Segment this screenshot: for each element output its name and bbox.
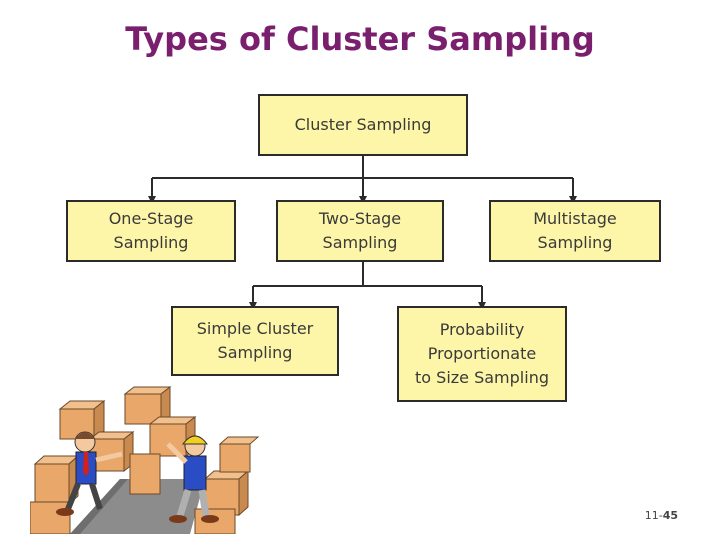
node-multistage-sampling: Multistage Sampling (489, 200, 661, 262)
chapter-number: 11- (644, 509, 663, 522)
node-simple-cluster-sampling: Simple Cluster Sampling (171, 306, 339, 376)
node-label: Two-Stage Sampling (318, 209, 402, 252)
slide-number: 11-45 (645, 509, 678, 522)
node-cluster-sampling: Cluster Sampling (258, 94, 468, 156)
page-title: Types of Cluster Sampling (125, 20, 595, 58)
node-label: Simple Cluster Sampling (196, 319, 314, 362)
page-number: 45 (662, 509, 678, 522)
node-label: Probability Proportionate to Size Sampli… (415, 320, 549, 387)
boxes-workers-illustration (30, 385, 260, 534)
node-one-stage-sampling: One-Stage Sampling (66, 200, 236, 262)
node-label: Multistage Sampling (533, 209, 617, 252)
node-two-stage-sampling: Two-Stage Sampling (276, 200, 444, 262)
node-pps-sampling: Probability Proportionate to Size Sampli… (397, 306, 567, 402)
node-label: Cluster Sampling (294, 115, 432, 134)
worker-left (56, 431, 123, 516)
worker-right (166, 435, 219, 523)
node-label: One-Stage Sampling (108, 209, 194, 252)
